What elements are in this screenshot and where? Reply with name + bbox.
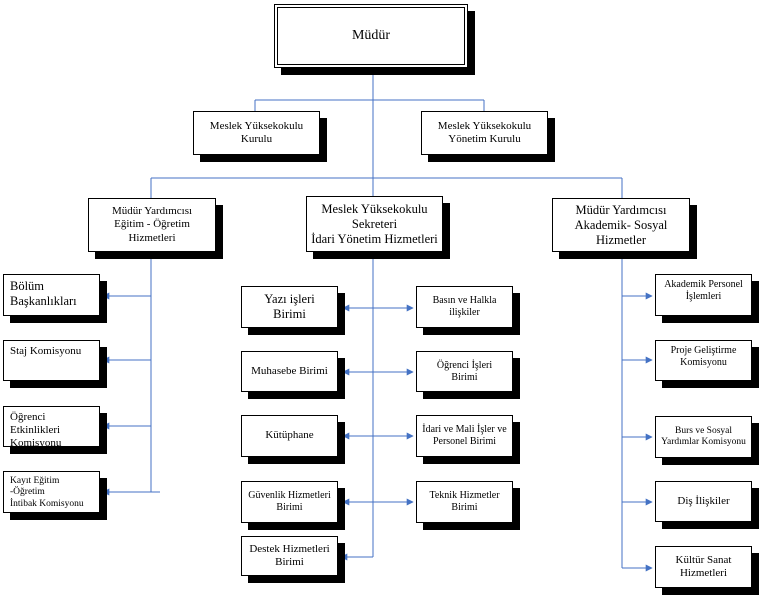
node-kutuphane: Kütüphane	[241, 415, 338, 457]
node-yonetim-kurulu: Meslek Yüksekokulu Yönetim Kurulu	[421, 111, 548, 155]
node-kayit: Kayıt Eğitim -Öğretim İntibak Komisyonu	[3, 471, 100, 513]
node-destek: Destek Hizmetleri Birimi	[241, 536, 338, 576]
node-yardimci-egitim: Müdür Yardımcısı Eğitim - Öğretim Hizmet…	[88, 198, 216, 252]
node-dis: Diş İlişkiler	[655, 481, 752, 522]
node-staj: Staj Komisyonu	[3, 340, 100, 381]
node-ogrenci-etkinlik: Öğrenci Etkinlikleri Komisyonu	[3, 406, 100, 449]
node-guvenlik: Güvenlik Hizmetleri Birimi	[241, 481, 338, 523]
node-mudur: Müdür	[274, 4, 468, 68]
node-akademik-personel: Akademik Personel İşlemleri	[655, 274, 752, 316]
node-kurul: Meslek Yüksekokulu Kurulu	[193, 111, 320, 155]
node-ogrenci-isleri: Öğrenci İşleri Birimi	[416, 351, 513, 392]
node-muhasebe: Muhasebe Birimi	[241, 351, 338, 392]
node-teknik: Teknik Hizmetler Birimi	[416, 481, 513, 523]
node-yardimci-akademik: Müdür Yardımcısı Akademik- Sosyal Hizmet…	[552, 198, 690, 252]
node-yazi: Yazı işleri Birimi	[241, 286, 338, 328]
node-basin: Basın ve Halkla ilişkiler	[416, 286, 513, 328]
node-proje: Proje Geliştirme Komisyonu	[655, 340, 752, 381]
node-sekreter: Meslek Yüksekokulu Sekreteri İdari Yönet…	[306, 196, 443, 252]
node-kultur: Kültür Sanat Hizmetleri	[655, 546, 752, 588]
node-burs: Burs ve Sosyal Yardımlar Komisyonu	[655, 416, 752, 458]
node-bolum: Bölüm Başkanlıkları	[3, 274, 100, 316]
node-idari-mali: İdari ve Mali İşler ve Personel Birimi	[416, 415, 513, 457]
